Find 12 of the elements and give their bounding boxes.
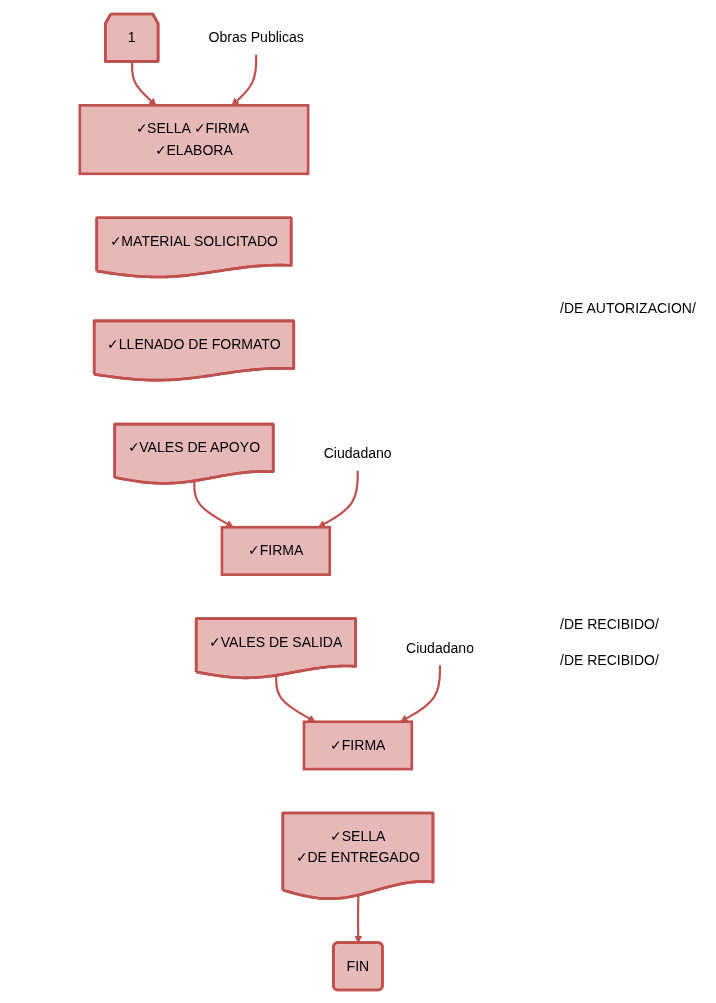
node-text: Obras Publicas [208, 29, 304, 45]
node-text: Ciudadano [323, 445, 392, 461]
arrow [354, 895, 362, 943]
node-box: ✓FIRMA [302, 719, 413, 770]
annotation-text: /DE AUTORIZACION/ [560, 300, 697, 316]
arrow [400, 664, 441, 722]
arrow [274, 675, 316, 722]
node-text: Ciudadano [405, 639, 474, 655]
annotation-text: /DE RECIBIDO/ [560, 616, 660, 632]
annotation-text: /DE RECIBIDO/ [560, 652, 660, 668]
node-box: ✓FIRMA [220, 525, 331, 576]
node-box: ✓SELLA ✓FIRMA ✓ELABORA [78, 103, 310, 175]
